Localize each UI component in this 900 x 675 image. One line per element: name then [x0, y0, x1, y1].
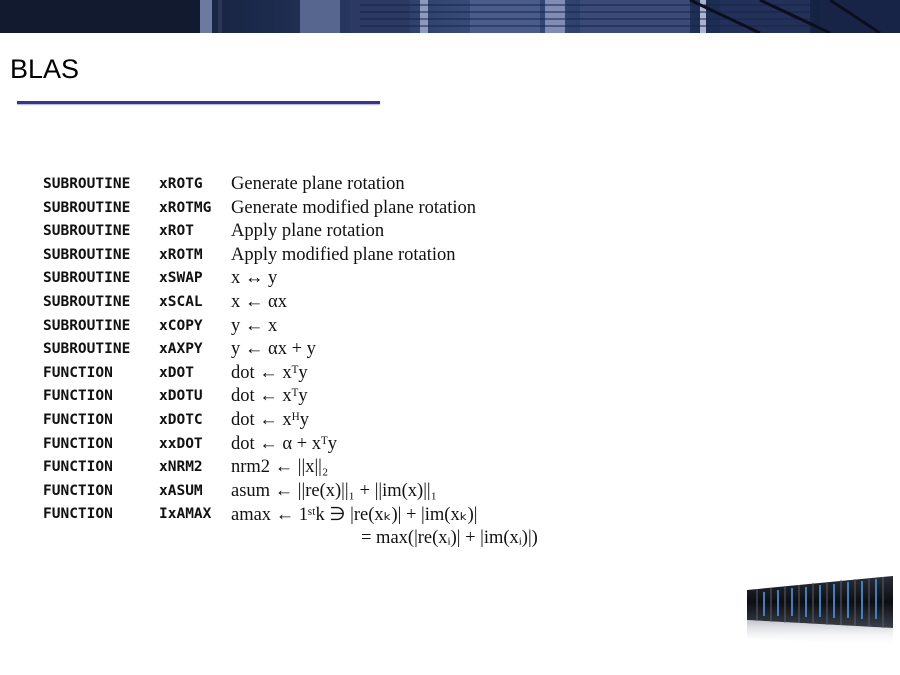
routine-name: xNRM2	[159, 459, 203, 476]
routine-formula: dot ← xᵀy	[231, 362, 308, 383]
routine-name: xASUM	[159, 482, 203, 499]
routine-description: Generate plane rotation	[231, 174, 405, 194]
routine-name: xDOTC	[159, 411, 203, 428]
routine-description: Apply modified plane rotation	[231, 244, 456, 265]
routine-description: Apply plane rotation	[231, 221, 385, 242]
routine-description: Generate modified plane rotation	[231, 197, 477, 218]
routine-formula: dot ← α + xᵀy	[231, 433, 337, 454]
routine-kind: FUNCTION	[43, 482, 113, 499]
routine-name: xSCAL	[159, 293, 203, 310]
routine-kind: SUBROUTINE	[43, 270, 131, 287]
slide-title: BLAS	[10, 54, 80, 84]
routine-formula: asum ← ||re(x)||₁ + ||im(x)||₁	[231, 480, 438, 501]
routine-kind: FUNCTION	[43, 411, 113, 428]
routine-kind: FUNCTION	[43, 388, 113, 405]
routine-name: xSWAP	[159, 270, 203, 287]
routine-kind: FUNCTION	[43, 459, 113, 476]
routine-kind: SUBROUTINE	[43, 176, 131, 192]
routine-name: xROTM	[159, 246, 203, 263]
routine-formula: nrm2 ← ||x||₂	[231, 457, 329, 478]
routine-formula: x ← αx	[231, 291, 287, 312]
routine-name: xROT	[159, 223, 194, 240]
routine-kind: FUNCTION	[43, 364, 113, 381]
routine-kind: SUBROUTINE	[43, 317, 131, 334]
header-banner-image	[0, 0, 900, 33]
routine-name: IxAMAX	[159, 506, 212, 523]
routine-name: xROTG	[159, 176, 203, 192]
routine-formula: y ← αx + y	[231, 339, 316, 360]
routine-kind: SUBROUTINE	[43, 246, 131, 263]
routine-formula: x ↔ y	[231, 268, 278, 289]
routine-kind: FUNCTION	[43, 506, 113, 523]
routine-name: xDOT	[159, 364, 194, 381]
title-underline	[17, 101, 380, 104]
routine-name: xCOPY	[159, 317, 203, 334]
routine-kind: SUBROUTINE	[43, 293, 131, 310]
supercomputer-cluster-image	[745, 568, 895, 651]
routine-name: xROTMG	[159, 199, 212, 216]
routine-kind: SUBROUTINE	[43, 199, 131, 216]
routine-kind: SUBROUTINE	[43, 341, 131, 358]
routine-formula: y ← x	[231, 315, 278, 336]
routine-kind: FUNCTION	[43, 435, 113, 452]
routine-kind: SUBROUTINE	[43, 223, 131, 240]
routine-formula: dot ← xᴴy	[231, 409, 310, 430]
routine-formula-continuation: = max(|re(xᵢ)| + |im(xᵢ)|)	[361, 527, 538, 548]
routine-name: xxDOT	[159, 435, 203, 452]
routine-formula: dot ← xᵀy	[231, 386, 308, 407]
routine-name: xDOTU	[159, 388, 203, 405]
routine-formula: amax ← 1ˢᵗk ∋ |re(xₖ)| + |im(xₖ)|	[231, 505, 478, 526]
routine-name: xAXPY	[159, 341, 203, 358]
